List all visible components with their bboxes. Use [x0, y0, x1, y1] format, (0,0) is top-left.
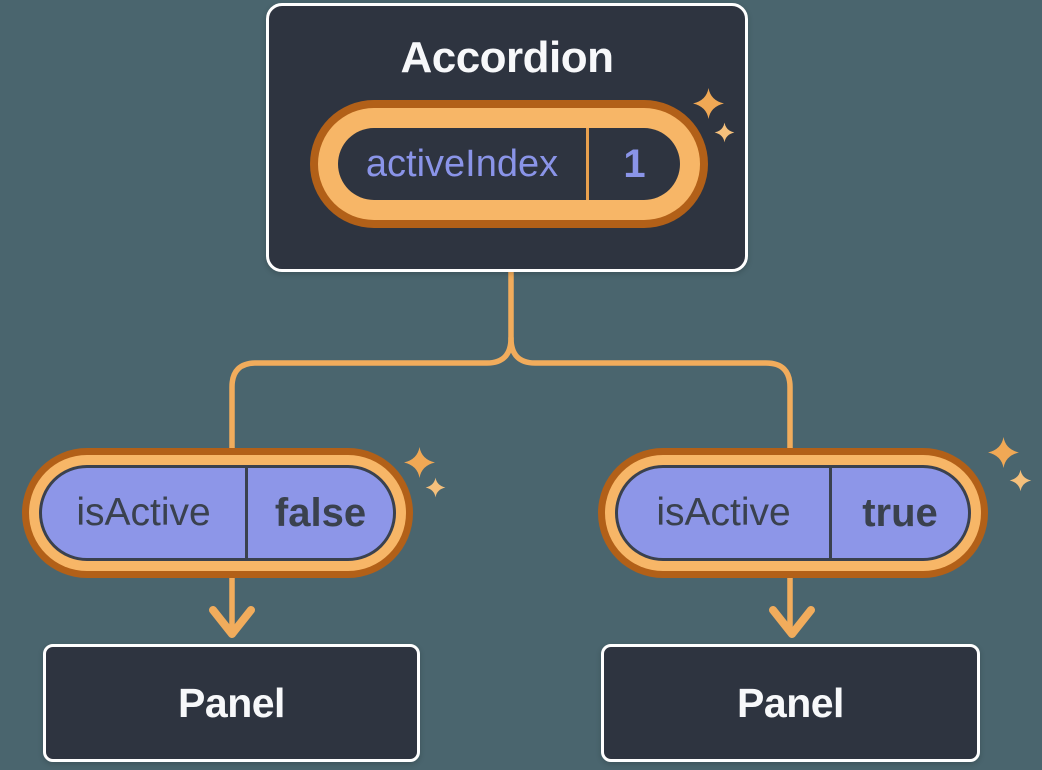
sparkle-small-top-icon [714, 122, 735, 143]
panel-box-left: Panel [43, 644, 420, 762]
prop-pill-isactive-left: isActive false [22, 448, 413, 578]
panel-right-label: Panel [737, 679, 844, 726]
prop-pill-right-divider [829, 468, 832, 558]
sparkle-small-left-icon [425, 477, 446, 498]
prop-pill-left-glow-ring: isActive false [29, 455, 406, 571]
prop-pill-isactive-right: isActive true [598, 448, 988, 578]
prop-pill-left-content: isActive false [39, 465, 396, 561]
state-pill-label: activeIndex [365, 142, 559, 185]
accordion-title: Accordion [400, 33, 614, 82]
prop-pill-left-divider [245, 468, 248, 558]
state-pill-content: activeIndex 1 [338, 128, 680, 200]
prop-pill-left-value: false [274, 490, 367, 535]
sparkle-large-right-icon [988, 437, 1019, 468]
state-pill-activeindex: activeIndex 1 [310, 100, 708, 228]
arrow-down-right-icon [769, 606, 815, 638]
sparkle-large-top-icon [693, 88, 724, 119]
state-pill-value: 1 [623, 141, 646, 186]
state-pill-glow-ring: activeIndex 1 [318, 108, 700, 220]
panel-left-label: Panel [178, 679, 285, 726]
sparkle-large-left-icon [404, 447, 435, 478]
sparkle-small-right-icon [1009, 469, 1032, 492]
prop-pill-right-glow-ring: isActive true [605, 455, 981, 571]
prop-pill-left-label: isActive [76, 491, 211, 534]
prop-pill-right-value: true [862, 490, 938, 535]
arrow-down-left-icon [209, 606, 255, 638]
panel-box-right: Panel [601, 644, 980, 762]
state-pill-divider [586, 128, 589, 200]
prop-pill-right-content: isActive true [615, 465, 971, 561]
prop-pill-right-label: isActive [656, 491, 791, 534]
